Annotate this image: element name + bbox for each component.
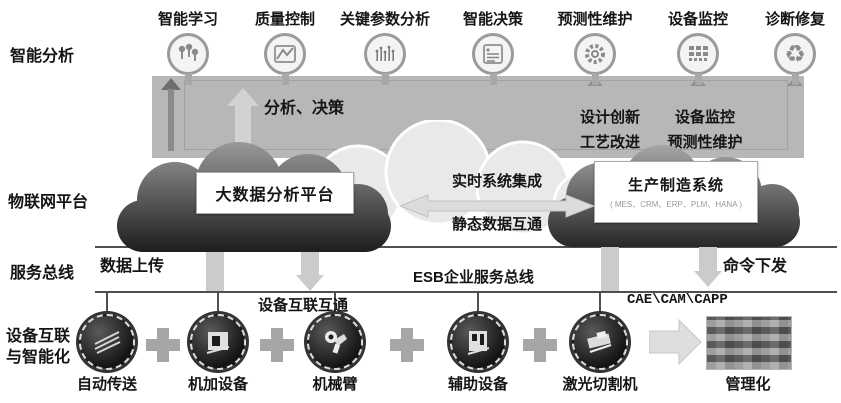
manufacturing-system-box: 生产制造系统 ( MES、CRM、ERP、PLM、HANA ) xyxy=(594,161,758,223)
key-parameter-analysis-icon xyxy=(364,33,406,75)
capability-quality-control: 质量控制 xyxy=(220,8,350,85)
icon-stem xyxy=(381,73,389,85)
bidirectional-arrow-icon xyxy=(398,194,596,218)
robot-arm-icon xyxy=(307,314,363,370)
device-interconnect-label: 设备互联互通 xyxy=(258,297,349,314)
capability-diagnosis-repair: 诊断修复 ♻ xyxy=(730,8,841,85)
capability-smart-decision: 智能决策 xyxy=(428,8,558,85)
capability-label: 预测性维护 xyxy=(557,11,633,28)
device-connector xyxy=(477,291,479,315)
analysis-up-arrow-shaft xyxy=(235,105,251,153)
capability-predictive-maintenance: 预测性维护 xyxy=(530,8,660,85)
cax-label: CAE\CAM\CAPP xyxy=(627,292,728,308)
analysis-up-arrow-icon xyxy=(227,88,259,106)
download-arrow-icon xyxy=(296,275,324,291)
esb-bus-top-line xyxy=(95,246,837,248)
big-data-platform-box: 大数据分析平台 xyxy=(196,172,354,214)
esb-bus-bottom-line xyxy=(95,291,837,293)
plus-icon xyxy=(260,328,294,362)
machining-equipment-icon xyxy=(190,314,246,370)
smart-learning-icon xyxy=(167,33,209,75)
conveyor-icon xyxy=(79,314,135,370)
device-connector xyxy=(106,291,108,315)
icon-stem xyxy=(591,73,599,85)
predictive-maintenance-icon xyxy=(574,33,616,75)
rail-label-iot-platform: 物联网平台 xyxy=(8,194,89,211)
icon-stem xyxy=(791,73,799,85)
plus-icon xyxy=(523,328,557,362)
command-dispatch-label: 命令下发 xyxy=(723,258,788,275)
big-data-platform-title: 大数据分析平台 xyxy=(215,187,335,204)
device-connector xyxy=(217,291,219,315)
result-label: 管理化 xyxy=(725,376,771,393)
manufacturing-system-title: 生产制造系统 xyxy=(627,177,724,194)
data-upload-label: 数据上传 xyxy=(100,258,165,275)
static-data-exchange-label: 静态数据互通 xyxy=(451,216,542,233)
device-connector xyxy=(599,291,601,315)
rail-label-device-line2: 与智能化 xyxy=(6,349,71,366)
monitor-maintenance-labels: 设备监控 预测性维护 xyxy=(655,105,755,155)
upload-arrow-shaft xyxy=(206,242,224,291)
device-label: 自动传送 xyxy=(76,376,137,393)
manufacturing-system-subtitle: ( MES、CRM、ERP、PLM、HANA ) xyxy=(609,200,742,209)
device-label: 机械臂 xyxy=(312,376,358,393)
quality-control-icon xyxy=(264,33,306,75)
predictive-maintenance-band-label: 预测性维护 xyxy=(667,134,743,151)
plus-icon xyxy=(146,328,180,362)
realtime-integration-label: 实时系统集成 xyxy=(451,173,542,190)
icon-stem xyxy=(184,73,192,85)
icon-stem xyxy=(694,73,702,85)
rail-label-device-interconnect: 设备互联 与智能化 xyxy=(6,326,70,368)
capability-device-monitoring: 设备监控 xyxy=(633,8,763,85)
auxiliary-equipment-icon xyxy=(450,314,506,370)
laser-cutter-icon xyxy=(572,314,628,370)
diagnosis-repair-icon: ♻ xyxy=(774,33,816,75)
design-process-labels: 设计创新 工艺改进 xyxy=(566,105,654,155)
icon-stem xyxy=(489,73,497,85)
design-innovation-label: 设计创新 xyxy=(579,109,640,126)
smart-decision-icon xyxy=(472,33,514,75)
analysis-decision-label: 分析、决策 xyxy=(264,100,345,117)
capability-label: 质量控制 xyxy=(254,11,315,28)
esb-label: ESB企业服务总线 xyxy=(413,269,534,286)
recycle-glyph: ♻ xyxy=(784,40,806,68)
capability-key-parameter-analysis: 关键参数分析 xyxy=(320,8,450,85)
upload-arrow-shaft xyxy=(601,242,619,291)
device-label: 激光切割机 xyxy=(562,376,638,393)
device-monitoring-band-label: 设备监控 xyxy=(674,109,735,126)
capability-label: 设备监控 xyxy=(667,11,728,28)
plus-icon xyxy=(390,328,424,362)
device-monitoring-icon xyxy=(677,33,719,75)
capability-label: 关键参数分析 xyxy=(339,11,430,28)
process-improvement-label: 工艺改进 xyxy=(579,134,640,151)
capability-label: 诊断修复 xyxy=(764,11,825,28)
icon-stem xyxy=(281,73,289,85)
device-label: 机加设备 xyxy=(187,376,248,393)
factory-photo xyxy=(706,316,792,370)
device-connector xyxy=(334,291,336,315)
capability-label: 智能学习 xyxy=(157,11,218,28)
capability-label: 智能决策 xyxy=(462,11,523,28)
device-label: 辅助设备 xyxy=(447,376,508,393)
command-arrow-icon xyxy=(694,271,722,287)
rail-label-device-line1: 设备互联 xyxy=(6,328,71,345)
feedback-up-arrow-icon xyxy=(161,78,181,90)
feedback-up-arrow-shaft xyxy=(168,89,174,151)
rail-label-service-bus: 服务总线 xyxy=(10,265,75,282)
capability-smart-learning: 智能学习 xyxy=(123,8,253,85)
result-arrow-icon xyxy=(649,318,702,366)
rail-label-intelligent-analysis: 智能分析 xyxy=(10,48,75,65)
